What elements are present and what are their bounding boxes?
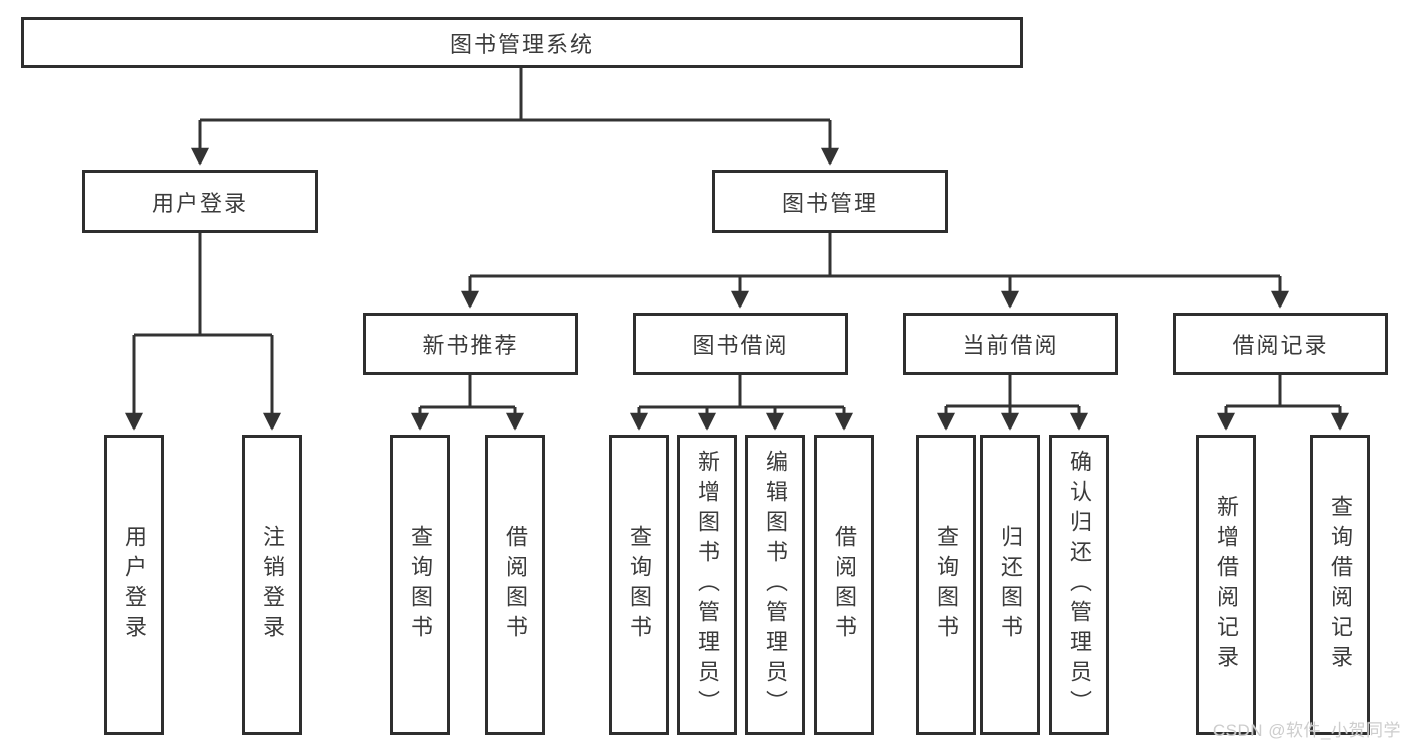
node-library-system: 图书管理系统 [21, 17, 1023, 68]
leaf-records-add-record: 新增借阅记录 [1196, 435, 1256, 735]
wire-root-split [200, 66, 830, 122]
node-current-borrow-label: 当前借阅 [962, 333, 1059, 358]
node-book-management-label: 图书管理 [781, 190, 878, 216]
leaf-borrow-add-books-admin-label: 新增图书（管理员） [695, 450, 720, 720]
leaf-borrow-edit-books-admin-label: 编辑图书（管理员） [763, 450, 788, 720]
node-current-borrow: 当前借阅 [903, 313, 1118, 375]
wire-bookmgmt-split [470, 233, 1280, 278]
csdn-watermark: CSDN @软件_小贺同学 [1212, 721, 1401, 740]
wire-newbooks-split [420, 375, 515, 409]
leaf-newbooks-borrow-books-label: 借阅图书 [503, 525, 528, 645]
leaf-borrow-add-books-admin: 新增图书（管理员） [677, 435, 737, 735]
node-book-borrow: 图书借阅 [633, 313, 848, 375]
leaf-newbooks-borrow-books: 借阅图书 [485, 435, 545, 735]
leaf-borrow-query-books: 查询图书 [609, 435, 669, 735]
leaf-logout-label: 注销登录 [260, 525, 285, 645]
leaf-current-query-books: 查询图书 [916, 435, 976, 735]
leaf-records-query-record: 查询借阅记录 [1310, 435, 1370, 735]
leaf-records-add-record-label: 新增借阅记录 [1214, 495, 1239, 675]
leaf-current-query-books-label: 查询图书 [934, 525, 959, 645]
wire-userlogin-split [134, 233, 272, 337]
leaf-borrow-edit-books-admin: 编辑图书（管理员） [745, 435, 805, 735]
leaf-borrow-query-books-label: 查询图书 [627, 525, 652, 645]
leaf-current-confirm-return-admin: 确认归还（管理员） [1049, 435, 1109, 735]
leaf-borrow-borrow-books: 借阅图书 [814, 435, 874, 735]
node-user-login: 用户登录 [82, 170, 318, 233]
node-new-book-recommend-label: 新书推荐 [422, 333, 519, 358]
wire-curborrow-split [946, 375, 1079, 408]
wire-records-split [1226, 375, 1340, 408]
leaf-newbooks-query-books: 查询图书 [390, 435, 450, 735]
node-book-borrow-label: 图书借阅 [692, 333, 789, 358]
leaf-borrow-borrow-books-label: 借阅图书 [832, 525, 857, 645]
leaf-records-query-record-label: 查询借阅记录 [1328, 495, 1353, 675]
leaf-current-confirm-return-admin-label: 确认归还（管理员） [1067, 450, 1092, 720]
node-borrow-records-label: 借阅记录 [1232, 333, 1329, 358]
leaf-current-return-books-label: 归还图书 [998, 525, 1023, 645]
node-library-system-label: 图书管理系统 [449, 31, 594, 57]
leaf-newbooks-query-books-label: 查询图书 [408, 525, 433, 645]
wire-bookborrow-split [639, 375, 844, 409]
node-user-login-label: 用户登录 [151, 190, 248, 216]
node-borrow-records: 借阅记录 [1173, 313, 1388, 375]
node-new-book-recommend: 新书推荐 [363, 313, 578, 375]
leaf-logout: 注销登录 [242, 435, 302, 735]
leaf-current-return-books: 归还图书 [980, 435, 1040, 735]
leaf-user-login-label: 用户登录 [122, 525, 147, 645]
leaf-user-login: 用户登录 [104, 435, 164, 735]
node-book-management: 图书管理 [712, 170, 948, 233]
